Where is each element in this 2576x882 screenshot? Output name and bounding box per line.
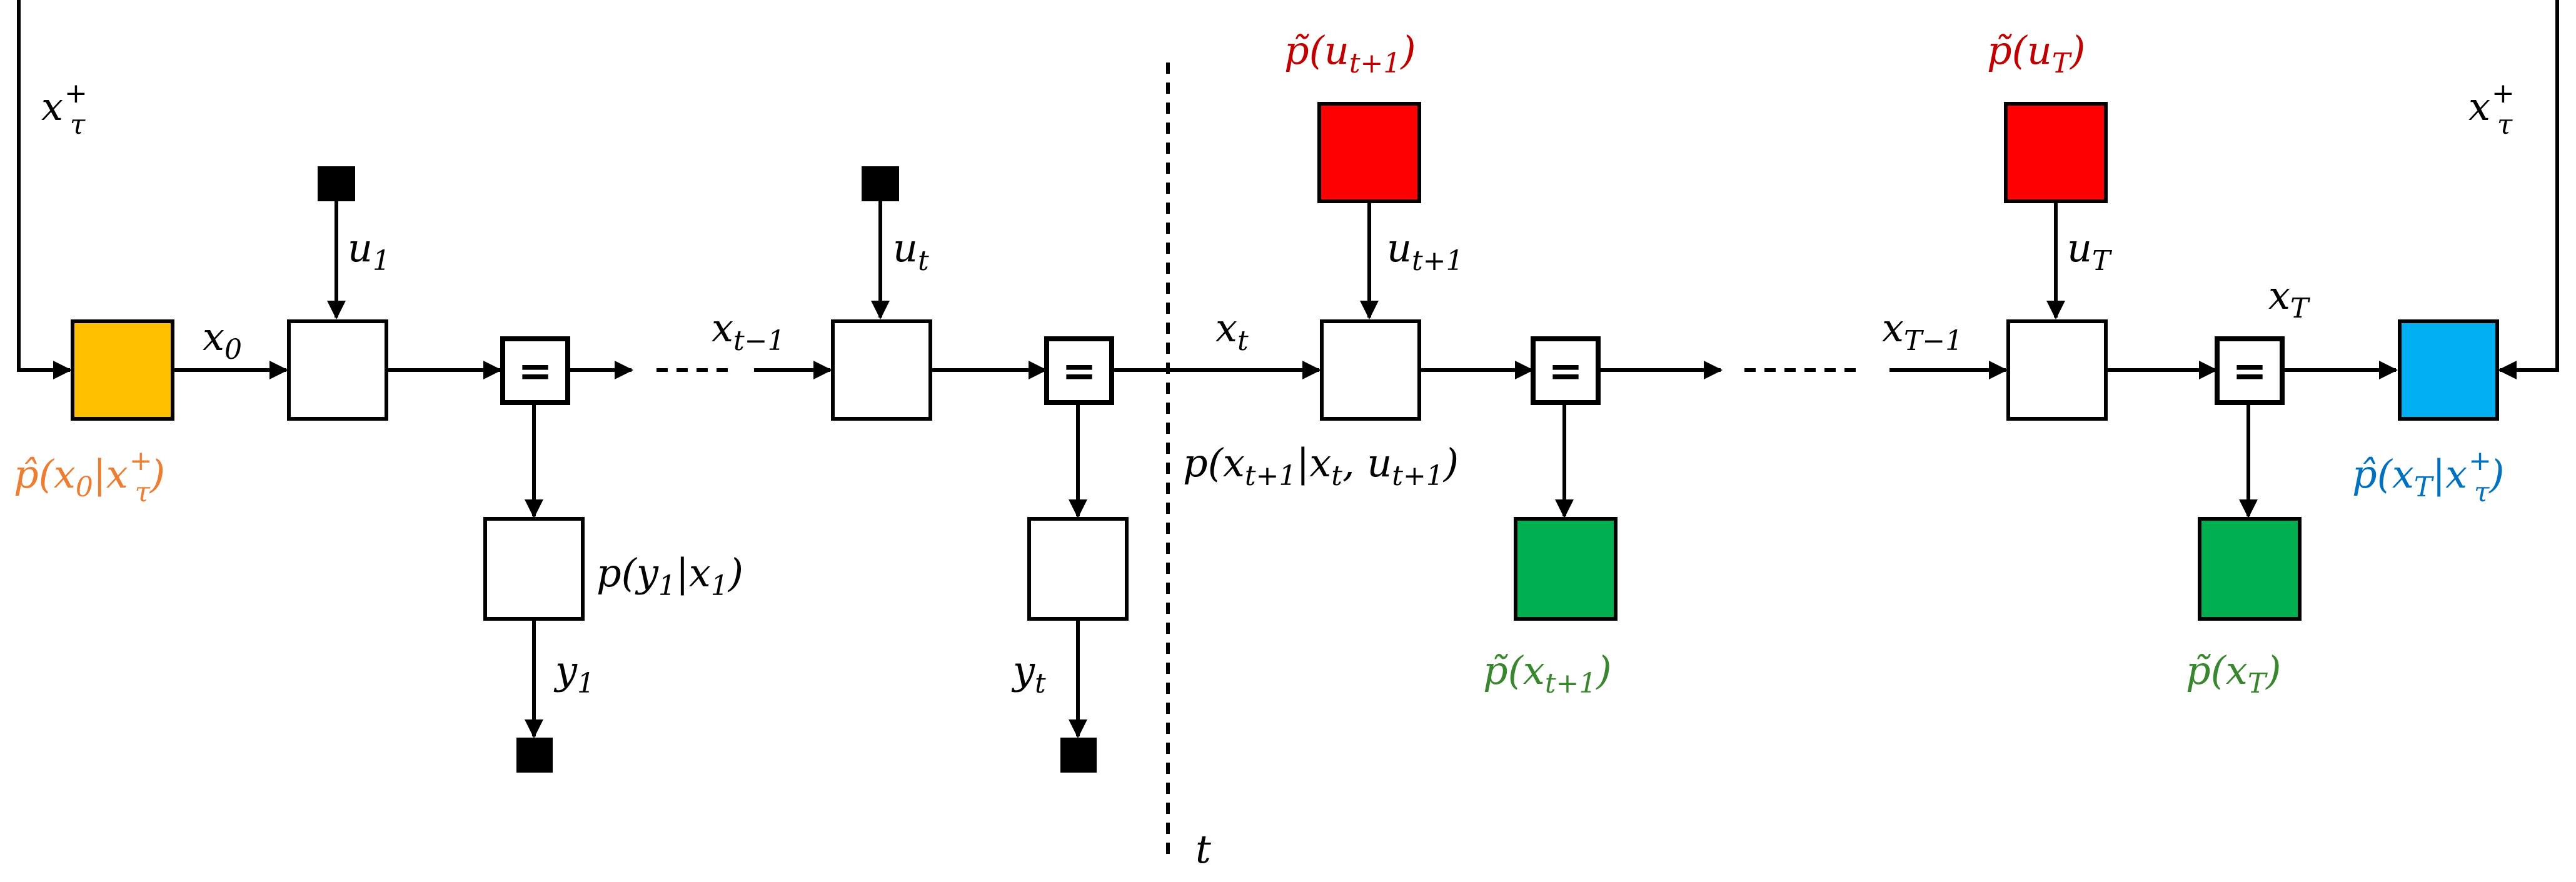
right-feedback-edge (2498, 0, 2559, 379)
label-u-t-plus-1: ut+1 (1387, 225, 1463, 277)
equality-symbol-T: = (2232, 347, 2267, 395)
equality-node-t1 (1531, 336, 1601, 405)
transition-node-t (831, 319, 932, 421)
prior-x0-node (71, 319, 174, 421)
label-state-prior-t1: p̃(xt+1) (1483, 648, 1612, 699)
equality-node-t (1044, 336, 1114, 405)
label-x-t-minus-1: xt−1 (712, 305, 785, 357)
likelihood-node-1 (483, 517, 585, 621)
label-xt: xt (1215, 305, 1249, 357)
label-prior-x0: p̂(x0|x+τ) (14, 445, 165, 508)
equality-node-T (2215, 336, 2285, 405)
label-x-tau-plus-left: x+τ (41, 78, 88, 141)
label-time-t: t (1195, 826, 1211, 872)
left-feedback-edge (17, 0, 72, 379)
transition-node-1 (287, 319, 388, 421)
equality-symbol-1: = (518, 347, 552, 395)
transition-node-t1 (1320, 319, 1421, 421)
label-likelihood-y1: p(y1|x1) (596, 550, 743, 602)
equality-symbol-t1: = (1548, 347, 1582, 395)
label-transition: p(xt+1|xt, ut+1) (1183, 440, 1459, 492)
label-state-prior-T: p̃(xT) (2186, 648, 2281, 699)
label-yt: yt (1011, 648, 1046, 699)
label-input-prior-T: p̃(uT) (1987, 28, 2085, 79)
label-x0: x0 (203, 314, 242, 366)
label-x-tau-plus-right: x+τ (2468, 78, 2515, 141)
input-terminal-ut (862, 166, 899, 201)
label-uT: uT (2067, 225, 2113, 277)
input-terminal-u1 (318, 166, 355, 201)
label-ut: ut (893, 225, 929, 277)
label-u1: u1 (348, 225, 390, 277)
label-y1: y1 (553, 648, 595, 699)
input-prior-node-T (2004, 102, 2108, 203)
transition-node-T (2006, 319, 2108, 421)
final-xT-node (2398, 319, 2499, 421)
label-input-prior-t1: p̃(ut+1) (1284, 28, 1416, 79)
likelihood-node-t (1027, 517, 1129, 621)
output-terminal-y1 (516, 738, 553, 773)
label-x-T-minus-1: xT−1 (1882, 305, 1963, 357)
equality-node-1 (500, 336, 570, 405)
state-prior-node-T (2198, 517, 2302, 621)
output-terminal-yt (1060, 738, 1097, 773)
equality-symbol-t: = (1062, 347, 1096, 395)
state-prior-node-t1 (1514, 517, 1618, 621)
label-final-xT: p̂(xT|x+τ) (2352, 445, 2504, 508)
input-prior-node-t1 (1317, 102, 1421, 203)
label-xT: xT (2268, 273, 2311, 324)
